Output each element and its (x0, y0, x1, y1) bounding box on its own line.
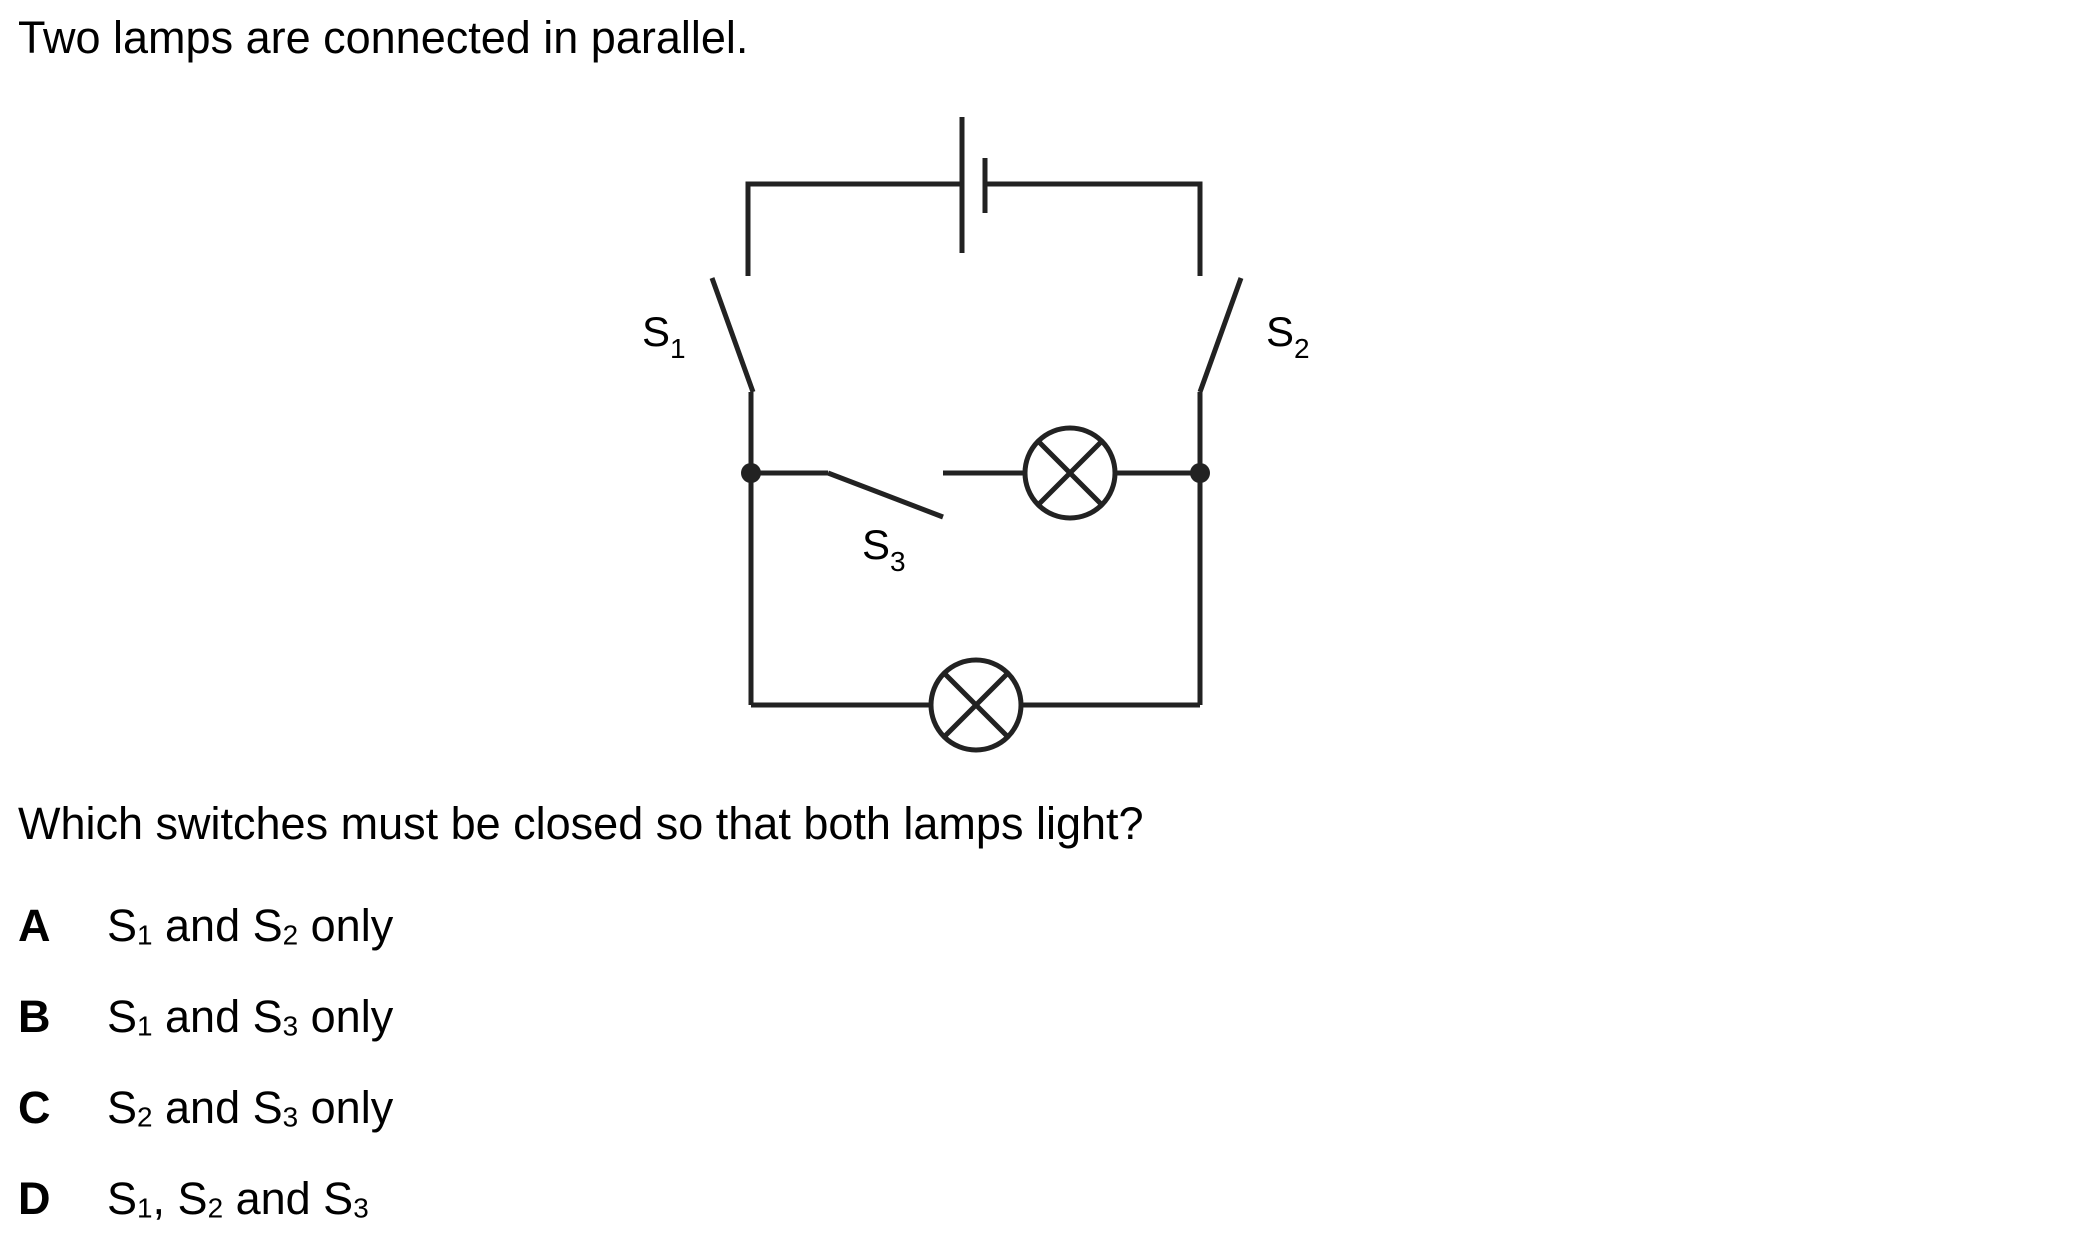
upper-lamp (1022, 425, 1118, 521)
lower-lamp (928, 657, 1024, 753)
switch-s2-label: S2 (1266, 308, 1310, 364)
junction-right (1190, 463, 1210, 483)
junction-left (741, 463, 761, 483)
switch-s3-blade (827, 470, 944, 520)
option-letter: A (18, 900, 51, 951)
option-text: S2 and S3 only (107, 1082, 394, 1133)
top-wire (745, 181, 1203, 276)
option-text: S1 and S3 only (107, 991, 394, 1042)
switch-s2-blade (1197, 277, 1244, 393)
switch-s1-blade (709, 277, 756, 393)
option-text: S1, S2 and S3 (107, 1173, 369, 1224)
intro-text: Two lamps are connected in parallel. (18, 12, 749, 63)
option-letter: C (18, 1082, 51, 1133)
switch-s3-label: S3 (862, 521, 906, 577)
switch-s1-label: S1 (642, 308, 686, 364)
option-letter: D (18, 1173, 51, 1224)
option-text: S1 and S2 only (107, 900, 394, 951)
option-letter: B (18, 991, 51, 1042)
question-text: Which switches must be closed so that bo… (18, 798, 1144, 849)
